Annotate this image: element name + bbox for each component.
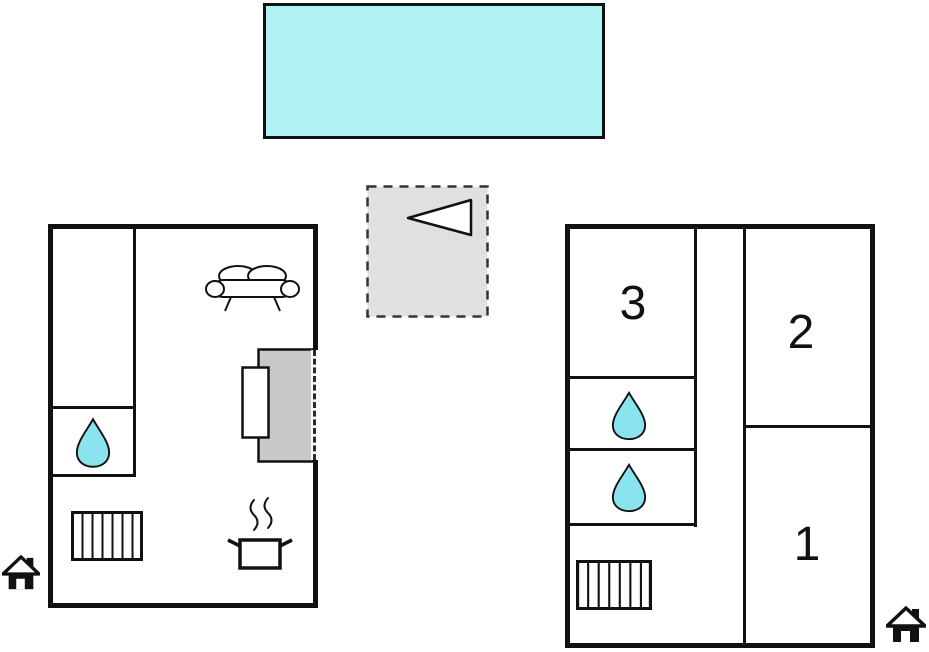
room-label-2: 2 (787, 306, 815, 359)
interior-wall (53, 474, 133, 477)
entrance-arrow-icon (406, 198, 473, 237)
water-drop-icon (611, 463, 647, 513)
house-icon (2, 555, 40, 590)
water-drop-icon (611, 391, 647, 441)
house-icon (886, 606, 926, 642)
radiator-icon (71, 511, 143, 561)
right-building (565, 224, 875, 648)
interior-wall (746, 425, 870, 428)
interior-wall (570, 448, 697, 451)
water-drop-icon (75, 417, 111, 468)
sofa-icon (205, 265, 300, 312)
interior-wall (570, 523, 697, 526)
fireplace-flue (241, 366, 270, 439)
stove-icon (227, 497, 293, 570)
interior-wall (133, 227, 136, 477)
interior-wall (53, 406, 133, 409)
room-label-3: 3 (619, 277, 647, 330)
entrance-marker (366, 185, 489, 318)
pool-water (263, 3, 605, 139)
radiator-icon (576, 560, 652, 610)
fireplace-icon (241, 348, 315, 463)
interior-wall (570, 376, 697, 379)
room-label-1: 1 (793, 518, 821, 571)
interior-wall (743, 229, 746, 643)
swimming-pool (263, 3, 605, 139)
dashed-wall-icon (313, 350, 316, 460)
